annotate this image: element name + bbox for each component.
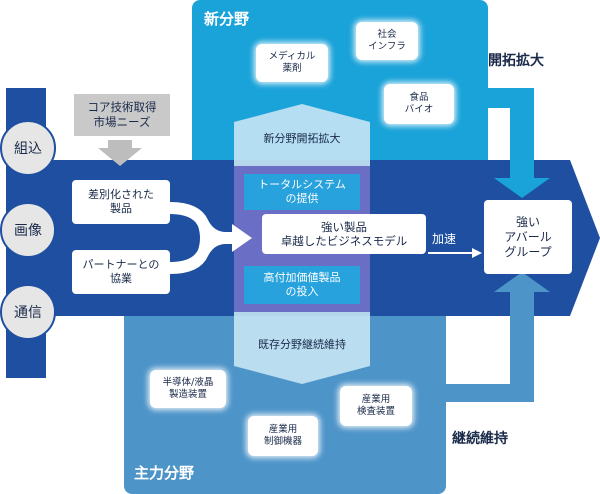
merge-arrow (170, 202, 252, 274)
partner-box: パートナーとの 協業 (72, 250, 170, 294)
strong-product-box: 強い製品 卓越したビジネスモデル (262, 214, 426, 254)
main-field-title: 主力分野 (134, 464, 195, 482)
needs-box: コア技術取得 市場ニーズ (74, 94, 170, 136)
maintain-arrow (446, 272, 550, 402)
maintain-label: 継続維持 (452, 431, 508, 447)
main-field-item-inspection: 産業用 検査装置 (340, 386, 412, 426)
pentagon-bottom-label: 既存分野継続維持 (258, 338, 346, 351)
pentagon-top-label: 新分野開拓拡大 (263, 132, 341, 145)
expand-arrow (488, 88, 550, 198)
circle-communication: 通信 (0, 284, 56, 340)
total-system-box: トータルシステム の提供 (244, 174, 360, 210)
new-field-item-food: 食品 バイオ (384, 84, 454, 124)
new-field-item-infra: 社会 インフラ (356, 22, 418, 60)
accelerate-arrow (428, 248, 482, 258)
high-value-box: 高付加価値製品 の投入 (244, 266, 360, 304)
goal-box: 強い アバール グループ (484, 200, 572, 274)
main-field-item-control: 産業用 制御機器 (248, 416, 318, 456)
expand-label: 開拓拡大 (488, 53, 544, 69)
circle-imaging: 画像 (0, 202, 56, 258)
accelerate-label: 加速 (432, 232, 457, 246)
differentiated-product-box: 差別化された 製品 (72, 180, 170, 224)
main-field-item-semiconductor: 半導体/液晶 製造装置 (150, 370, 226, 408)
new-field-item-medical: メディカル 薬剤 (256, 44, 328, 82)
new-field-title: 新分野 (204, 10, 250, 28)
needs-arrow (98, 140, 142, 166)
circle-embedded: 組込 (0, 120, 56, 176)
